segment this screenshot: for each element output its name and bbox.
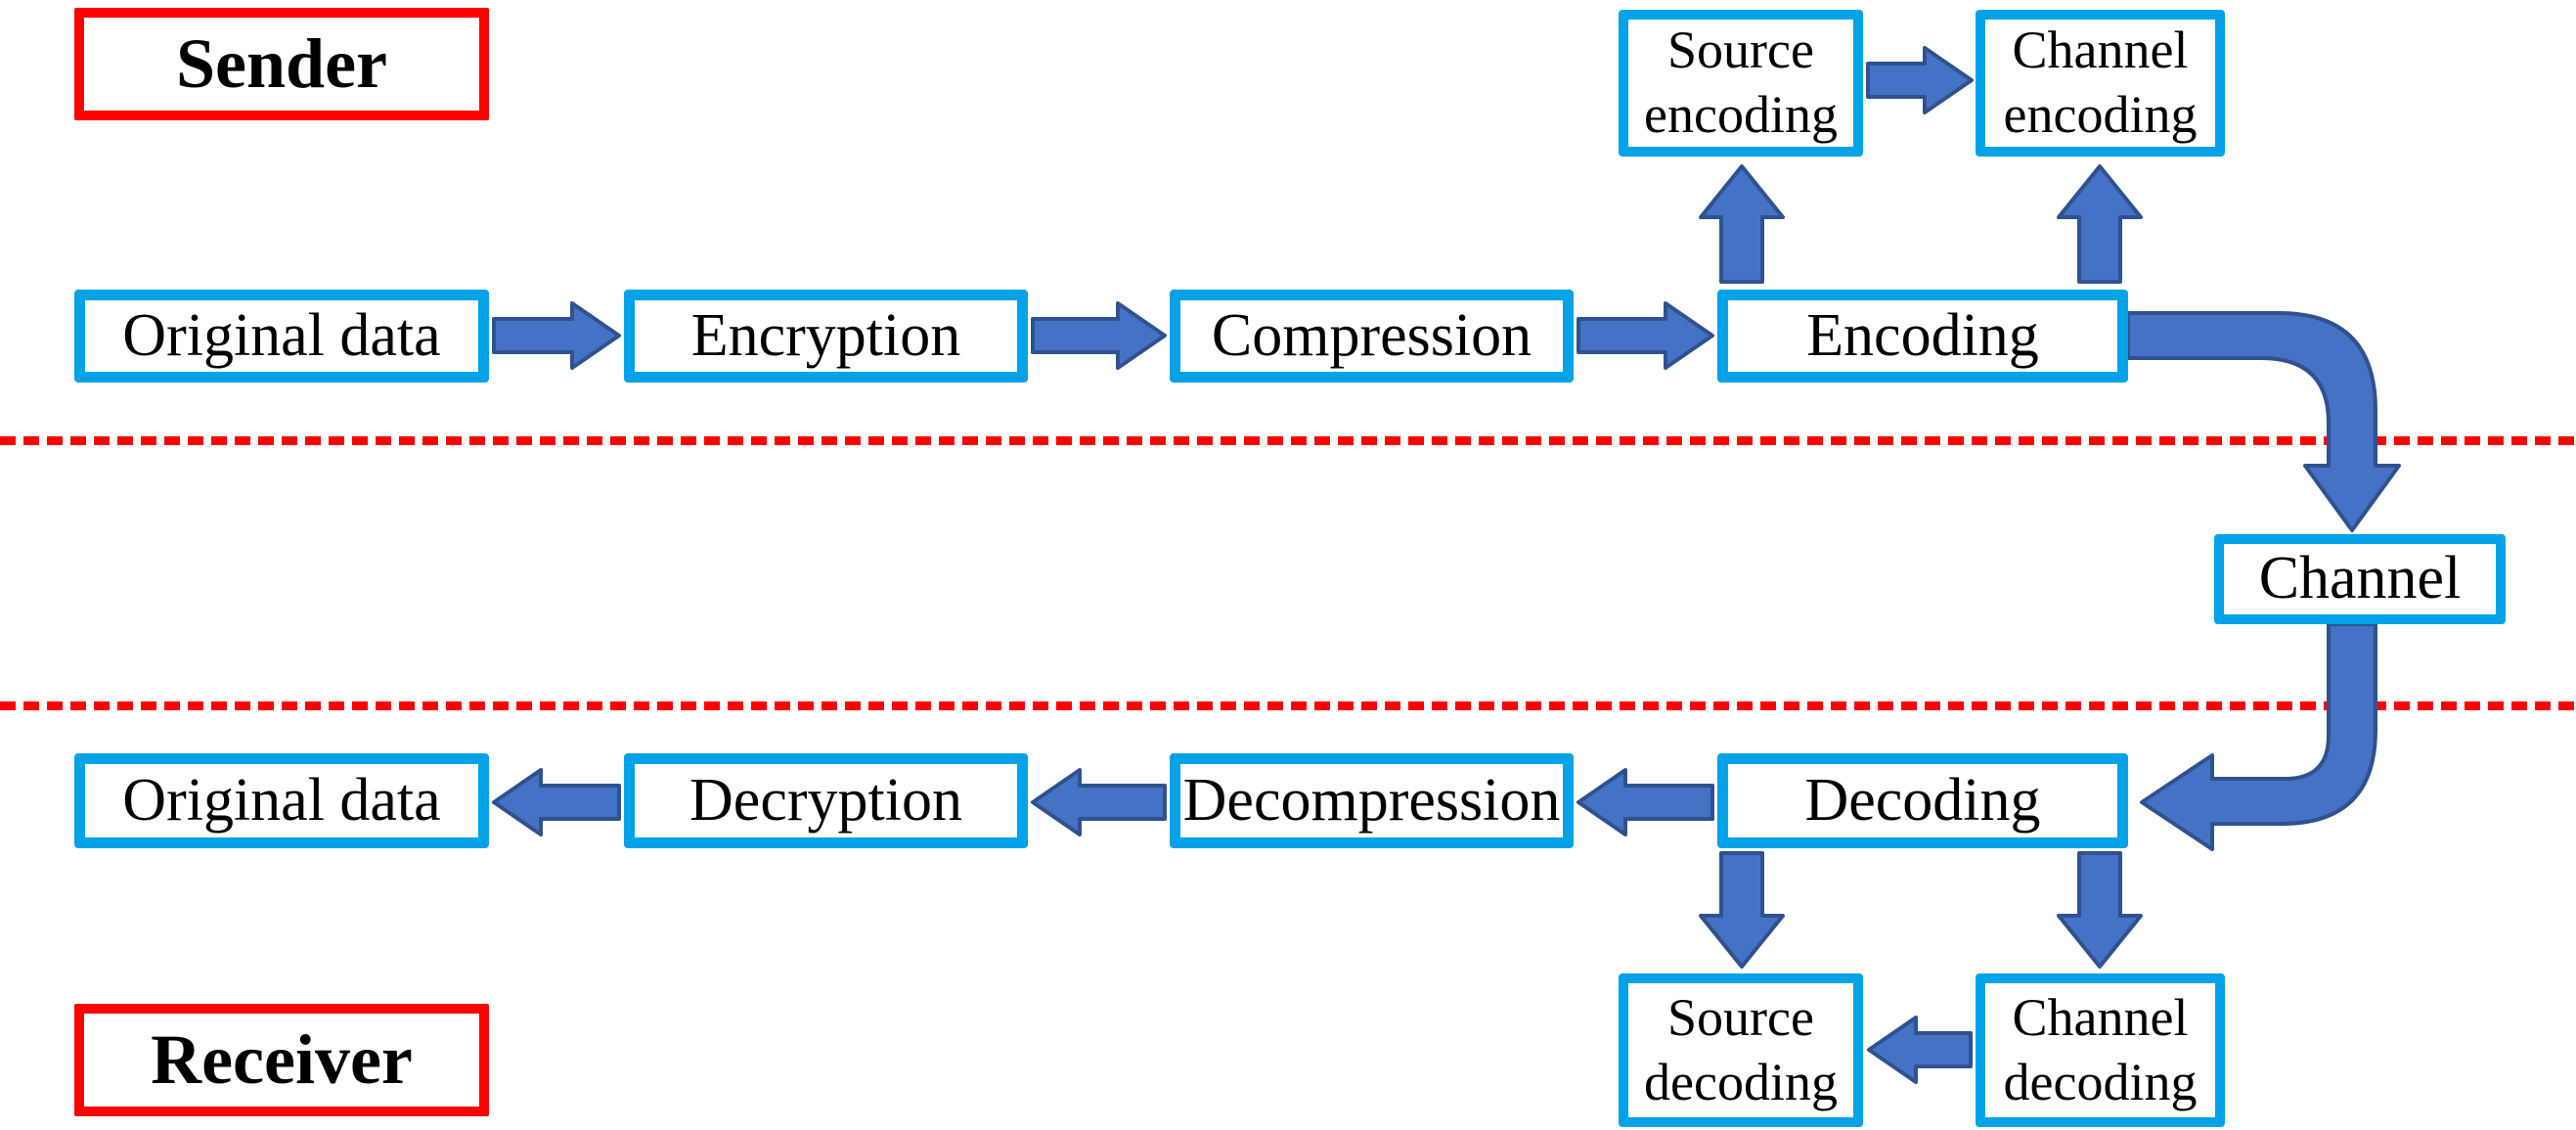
arrow-compression-to-encoding-icon — [1577, 301, 1714, 370]
sender-section-label: Sender — [74, 8, 489, 120]
arrow-encoding-to-source-encoding-icon — [1699, 164, 1785, 284]
receiver-section-label: Receiver — [74, 1004, 489, 1116]
node-encryption: Encryption — [624, 290, 1028, 383]
arrow-encoding-to-channel-encoding-icon — [2057, 164, 2143, 284]
node-channel-encoding: Channel encoding — [1976, 10, 2225, 157]
arrow-channel-to-decoding-icon — [2140, 622, 2377, 851]
divider-channel-receiver — [0, 701, 2576, 710]
arrow-decompression-to-decryption-icon — [1031, 768, 1167, 836]
node-original-data-receiver: Original data — [74, 753, 489, 848]
node-decryption: Decryption — [624, 753, 1028, 848]
node-original-data-sender: Original data — [74, 290, 489, 383]
arrow-decoding-to-channel-decoding-icon — [2057, 851, 2143, 969]
arrow-encryption-to-compression-icon — [1031, 301, 1167, 370]
arrow-source-encoding-to-channel-encoding-icon — [1866, 46, 1974, 114]
node-decoding: Decoding — [1717, 753, 2128, 848]
arrow-encoding-to-channel-icon — [2126, 311, 2401, 532]
arrow-decoding-to-source-decoding-icon — [1699, 851, 1785, 969]
node-decompression: Decompression — [1170, 753, 1574, 848]
node-source-encoding: Source encoding — [1619, 10, 1863, 157]
node-channel: Channel — [2214, 534, 2506, 624]
divider-sender-channel — [0, 436, 2576, 445]
arrow-decoding-to-decompression-icon — [1577, 768, 1714, 836]
node-channel-decoding: Channel decoding — [1976, 973, 2225, 1127]
node-compression: Compression — [1170, 290, 1574, 383]
arrow-decryption-to-original-icon — [492, 768, 621, 836]
node-source-decoding: Source decoding — [1619, 973, 1863, 1127]
arrow-original-to-encryption-icon — [492, 301, 621, 370]
arrow-channel-decoding-to-source-decoding-icon — [1867, 1016, 1973, 1084]
node-encoding: Encoding — [1717, 290, 2128, 383]
